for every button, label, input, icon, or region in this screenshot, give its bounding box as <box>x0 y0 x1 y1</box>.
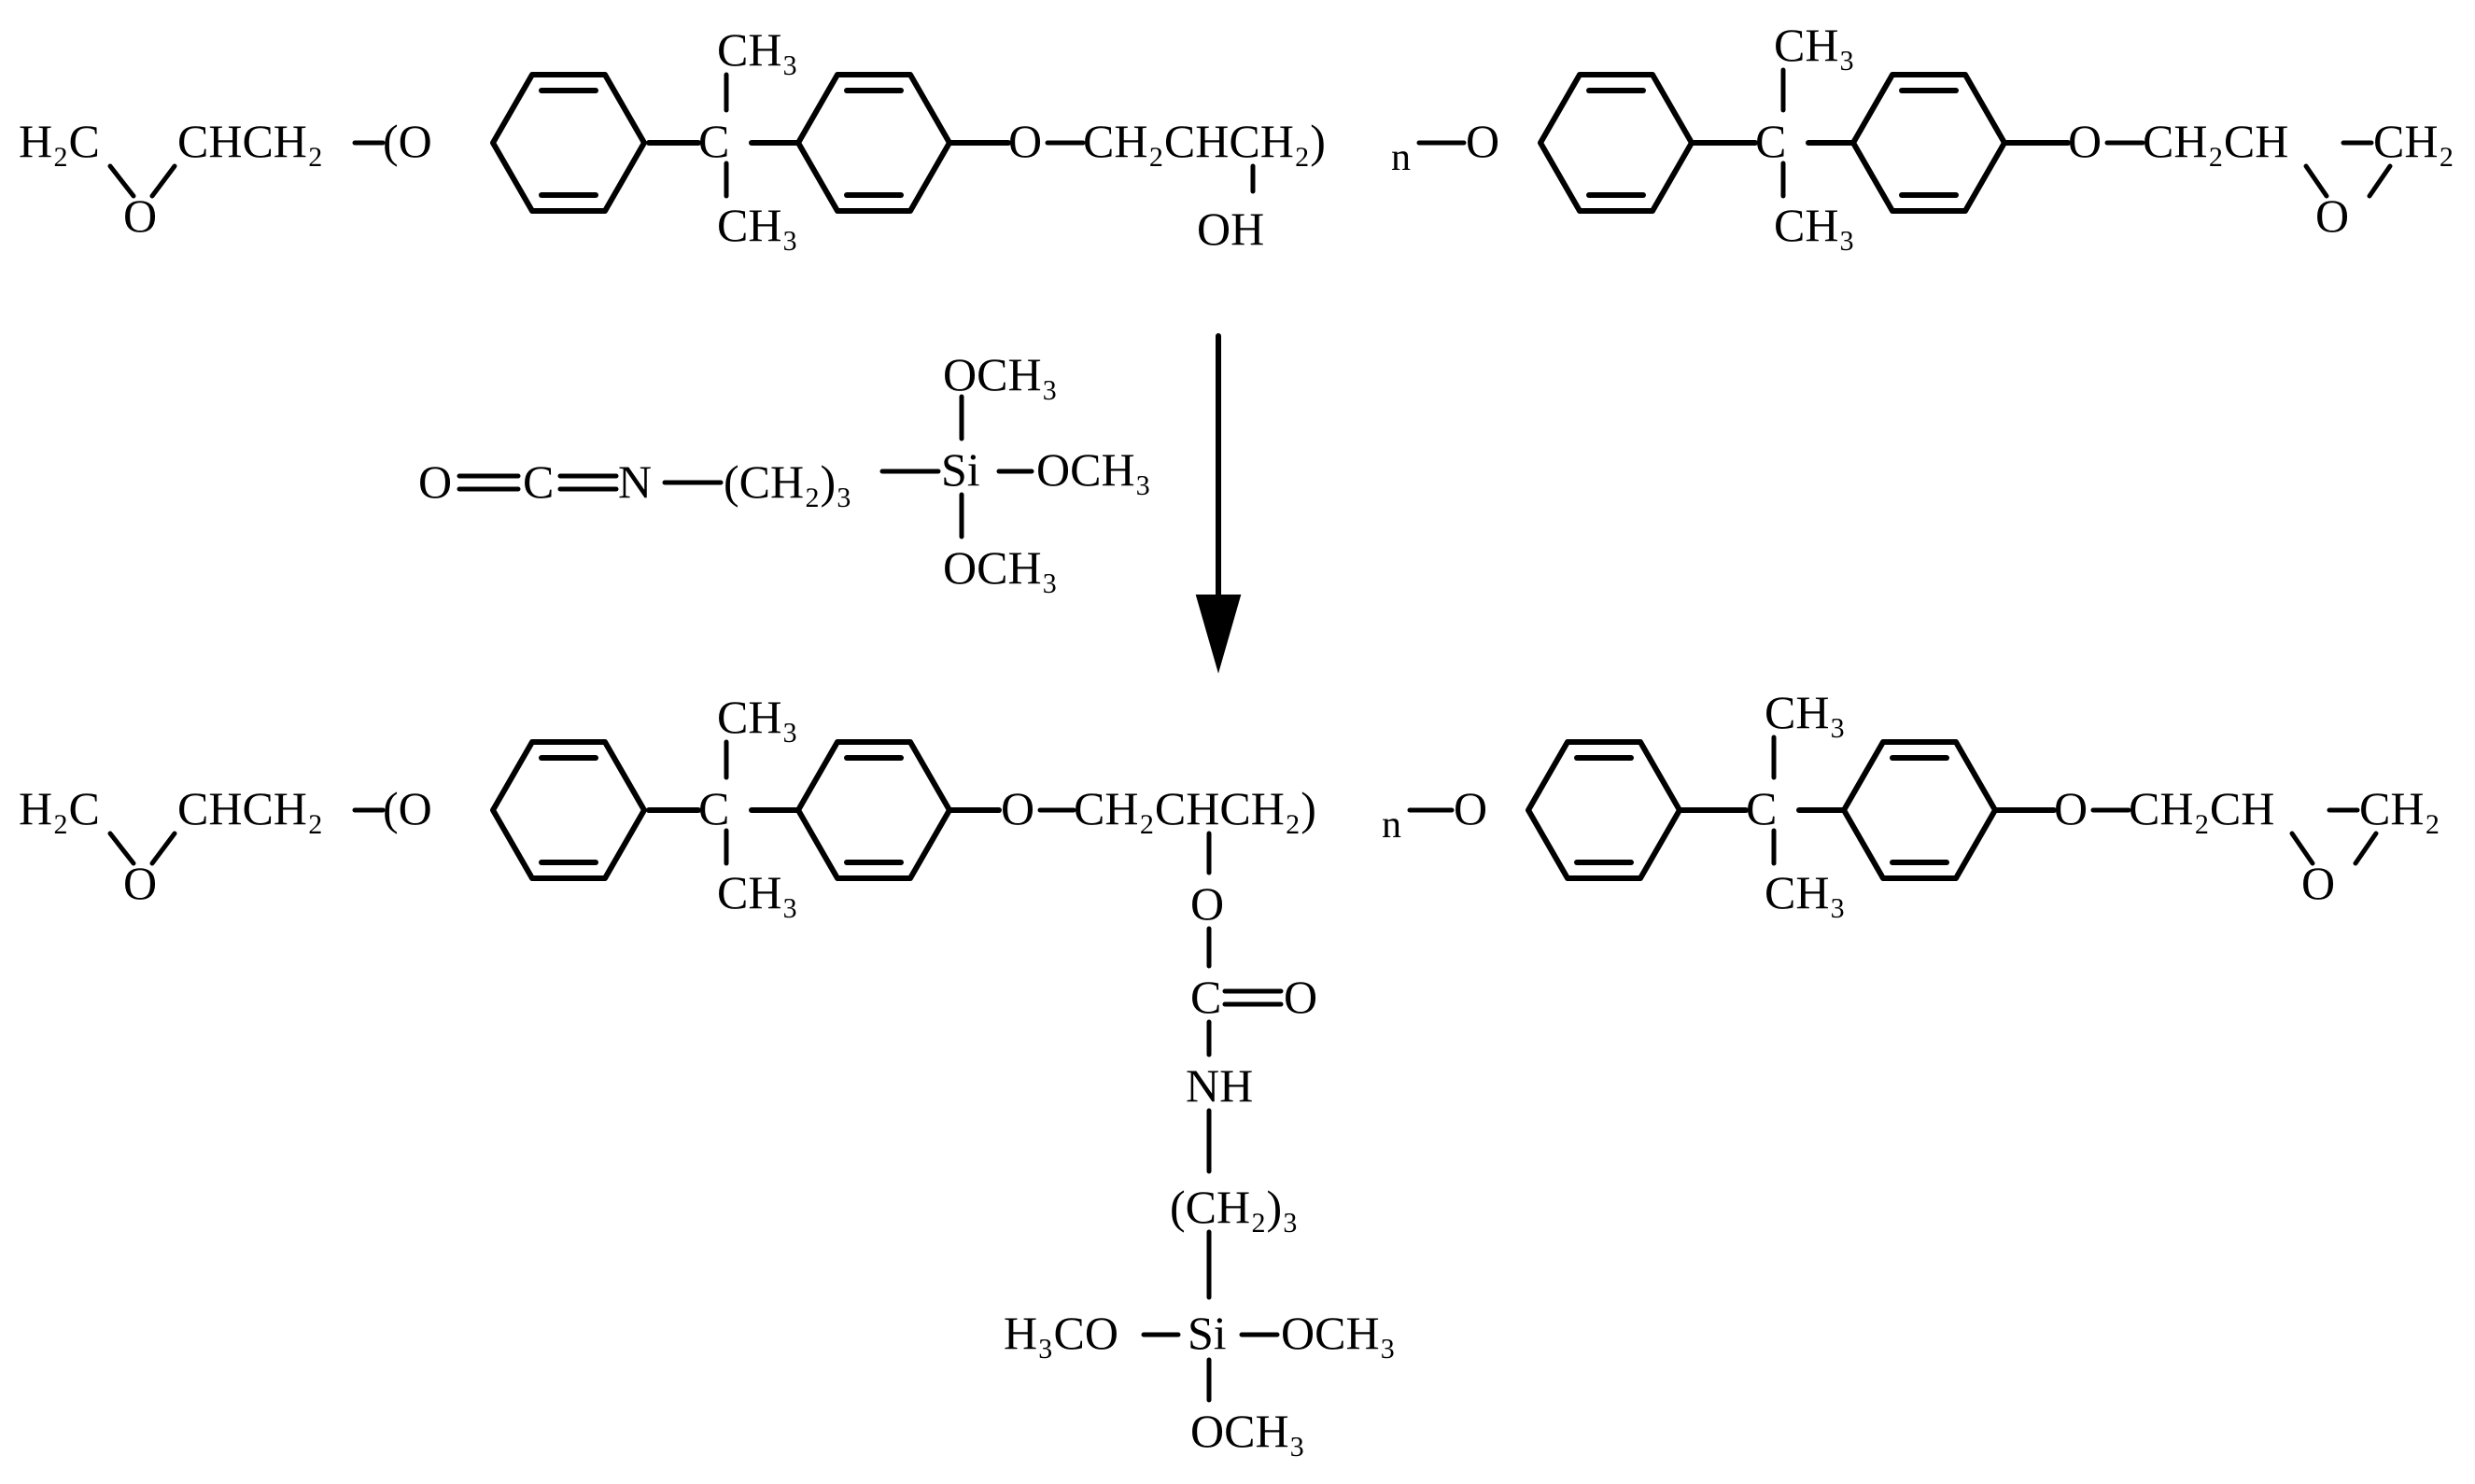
reactant-paren-o-label: (O <box>383 115 432 167</box>
reactant-epoxide-o-right: O <box>2315 189 2349 242</box>
reactant-ether-o-1: O <box>1008 115 1042 167</box>
product-carbonyl-o-label: O <box>1284 971 1317 1023</box>
product-ch3-b-top: CH₃ <box>1765 686 1846 738</box>
reaction-arrow <box>1195 333 1242 674</box>
product-ether-o-2: O <box>1454 782 1487 834</box>
reagent-si-label: Si <box>941 443 980 496</box>
product-paren-o-label: (O <box>383 782 432 834</box>
reactant-ch2-right-label: CH₂ <box>2373 115 2454 167</box>
product-si-label: Si <box>1188 1307 1227 1359</box>
product-benzene-ring-3 <box>1526 739 1682 881</box>
reagent-c-label: C <box>523 455 554 508</box>
reactant-chain-label: CH₂CHCH₂) <box>1083 115 1326 167</box>
reactant-epoxide-o-left: O <box>123 189 157 242</box>
reactant-benzene-ring-2 <box>795 72 952 214</box>
product-epoxide-bond-left <box>107 831 136 866</box>
product-ch3-b-bot: CH₃ <box>1765 866 1846 918</box>
reactant-benzene-ring-4 <box>1850 72 2007 214</box>
product-c-right: C <box>1746 782 1777 834</box>
reactant-epoxide-bond-left <box>107 163 136 199</box>
reagent-och3-bot: OCH₃ <box>943 541 1058 594</box>
reactant-ch3-b-bot: CH₃ <box>1774 199 1855 251</box>
reactant-ch3-a-top: CH₃ <box>717 23 798 76</box>
reactant-structure: H₂C O CHCH₂ (O C CH₃ CH₃ O CH₂CHCH₂) n O… <box>19 19 2454 255</box>
product-repeat-n: n <box>1382 804 1401 847</box>
reactant-oh-label: OH <box>1197 203 1264 255</box>
reactant-right-end-label: CH₂CH <box>2143 115 2288 167</box>
product-nh-label: NH <box>1186 1059 1253 1112</box>
product-benzene-ring-4 <box>1841 739 1998 881</box>
product-structure: H₂C O CHCH₂ (O C CH₃ CH₃ O CH₂CHCH₂) n O <box>19 686 2440 1457</box>
reactant-epoxide-bond-right <box>149 163 177 199</box>
reactant-benzene-ring-3 <box>1538 72 1695 214</box>
reagent-chain-label: (CH₂)₃ <box>724 455 852 508</box>
reagent-och3-top: OCH₃ <box>943 348 1058 400</box>
product-side-chain-label: (CH₂)₃ <box>1170 1181 1299 1233</box>
product-right-end-label: CH₂CH <box>2129 782 2274 834</box>
reagent-structure: O C N (CH₂)₃ Si OCH₃ OCH₃ OCH₃ <box>418 348 1151 594</box>
product-h2c-label: H₂C <box>19 782 100 834</box>
product-ether-o-3: O <box>2054 782 2088 834</box>
product-side-o-label: O <box>1190 877 1224 930</box>
product-benzene-ring-1 <box>490 739 647 881</box>
product-ch3-a-bot: CH₃ <box>717 866 798 918</box>
reactant-benzene-ring-1 <box>490 72 647 214</box>
reactant-c-right: C <box>1755 115 1786 167</box>
product-epoxide-r-bond-right <box>2353 831 2379 866</box>
reactant-chchch2-label: CHCH₂ <box>177 115 323 167</box>
reagent-n-label: N <box>618 455 652 508</box>
reactant-epoxide-r-bond-left <box>2303 163 2329 199</box>
reactant-ch3-b-top: CH₃ <box>1774 19 1855 71</box>
product-benzene-ring-2 <box>795 739 952 881</box>
product-h3co-label: H₃CO <box>1004 1307 1118 1359</box>
product-c-left: C <box>698 782 729 834</box>
product-ether-o-1: O <box>1001 782 1034 834</box>
reactant-repeat-n: n <box>1391 136 1411 179</box>
product-chchch2-label: CHCH₂ <box>177 782 323 834</box>
reactant-ether-o-3: O <box>2068 115 2102 167</box>
reactant-h2c-label: H₂C <box>19 115 100 167</box>
product-epoxide-o-right: O <box>2301 857 2335 909</box>
product-och3-right: OCH₃ <box>1281 1307 1396 1359</box>
product-epoxide-o-left: O <box>123 857 157 909</box>
reaction-arrow-head <box>1195 595 1242 674</box>
reagent-o-label: O <box>418 455 452 508</box>
reactant-c-left: C <box>698 115 729 167</box>
product-ch2-right-label: CH₂ <box>2359 782 2440 834</box>
reagent-och3-right: OCH₃ <box>1036 443 1151 496</box>
reactant-ether-o-2: O <box>1466 115 1499 167</box>
product-ch3-a-top: CH₃ <box>717 691 798 743</box>
reactant-epoxide-r-bond-right <box>2367 163 2393 199</box>
product-epoxide-r-bond-left <box>2289 831 2315 866</box>
product-och3-bot: OCH₃ <box>1190 1405 1305 1457</box>
product-carbonyl-c-label: C <box>1190 971 1221 1023</box>
product-epoxide-bond-right <box>149 831 177 866</box>
reactant-ch3-a-bot: CH₃ <box>717 199 798 251</box>
product-chain-label: CH₂CHCH₂) <box>1074 782 1316 834</box>
